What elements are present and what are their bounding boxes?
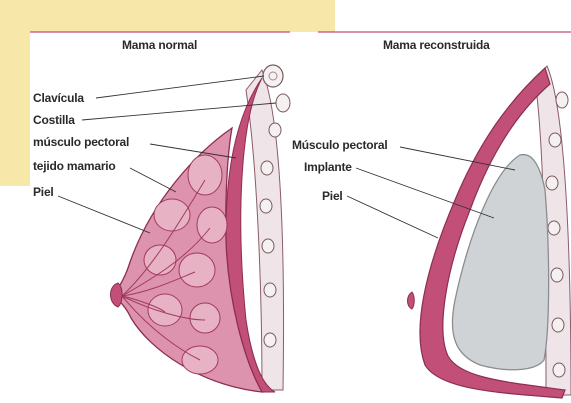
nipple-left xyxy=(111,283,123,307)
title-mama-reconstruida: Mama reconstruida xyxy=(383,38,490,52)
rib-left-6 xyxy=(264,283,276,297)
rib-right-1 xyxy=(556,92,568,108)
rib-right-3 xyxy=(546,176,558,190)
label-implante: Implante xyxy=(304,160,352,174)
label-clavicula: Clavícula xyxy=(33,91,84,105)
rib-left-4 xyxy=(260,199,272,213)
lobule-2 xyxy=(154,199,190,231)
rib-right-4 xyxy=(548,221,560,235)
lobule-6 xyxy=(148,294,182,326)
rib-left-7 xyxy=(264,333,276,347)
label-costilla: Costilla xyxy=(33,113,75,127)
banner-left xyxy=(0,0,30,186)
lobule-1 xyxy=(188,155,222,195)
rib-left-3 xyxy=(261,161,273,175)
label-piel-right: Piel xyxy=(322,189,343,203)
rib-left-2 xyxy=(269,123,281,137)
title-mama-normal: Mama normal xyxy=(122,38,197,52)
rib-right-5 xyxy=(551,268,563,282)
leader-clavicula xyxy=(96,76,264,98)
label-tejido-mamario: tejido mamario xyxy=(33,159,116,173)
rib-right-7 xyxy=(553,363,565,377)
rib-left-1 xyxy=(276,94,290,112)
lobule-4 xyxy=(144,245,176,275)
leader-piel-left xyxy=(58,196,150,233)
normal-breast-figure xyxy=(58,65,290,392)
rib-right-6 xyxy=(552,318,564,332)
label-musculo-pectoral-right: Músculo pectoral xyxy=(292,138,387,152)
label-musculo-pectoral: músculo pectoral xyxy=(33,135,129,149)
leader-tejido-mamario xyxy=(130,168,176,192)
reconstructed-breast-figure xyxy=(347,66,571,398)
lobule-5 xyxy=(179,253,215,287)
rib-left-5 xyxy=(262,239,274,253)
clavicle-bone xyxy=(263,65,283,87)
banner-top xyxy=(0,0,335,32)
lobule-7 xyxy=(190,303,220,333)
nipple-right xyxy=(408,292,415,309)
label-piel-left: Piel xyxy=(33,185,54,199)
leader-piel-right xyxy=(347,196,438,238)
rib-right-2 xyxy=(549,133,561,147)
